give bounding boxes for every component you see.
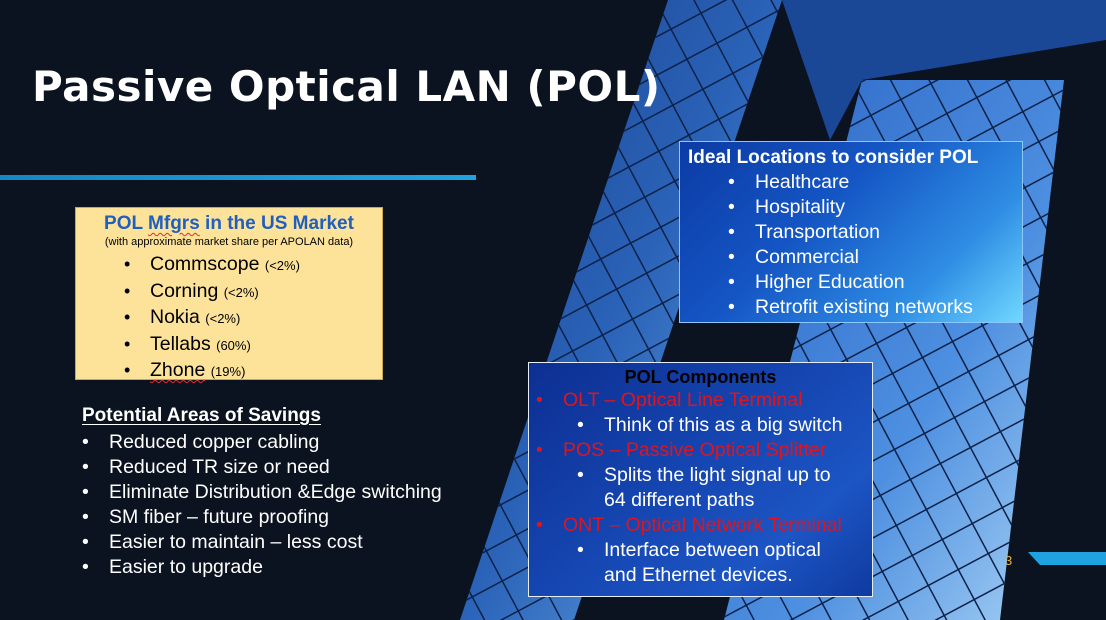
manufacturer-share: (60%) [216, 337, 251, 353]
component-details: Interface between optical and Ethernet de… [529, 538, 872, 588]
manufacturer-name: Commscope [150, 253, 260, 275]
manufacturers-title: POL Mfgrs in the US Market [76, 213, 382, 235]
manufacturer-share: (<2%) [223, 284, 259, 300]
savings-item: Reduced copper cabling [82, 430, 442, 455]
manufacturer-item: Nokia (<2%) [124, 305, 382, 332]
manufacturer-share: (<2%) [205, 311, 241, 326]
manufacturers-title-mfgrs: Mfgrs [148, 213, 200, 234]
components-list: OLT – Optical Line Terminal Think of thi… [529, 388, 872, 588]
component-detail-line: Splits the light signal up to [604, 464, 831, 486]
component-detail: Splits the light signal up to 64 differen… [529, 463, 872, 513]
manufacturer-name: Nokia [150, 306, 200, 328]
manufacturers-title-suffix: in the US Market [199, 213, 354, 234]
locations-list: Healthcare Hospitality Transportation Co… [680, 170, 1022, 320]
savings-item: SM fiber – future proofing [82, 505, 442, 530]
manufacturers-box: POL Mfgrs in the US Market (with approxi… [75, 207, 383, 382]
manufacturers-subtitle: (with approximate market share per APOLA… [104, 236, 354, 248]
component-detail-line: 64 different paths [604, 489, 755, 511]
manufacturer-item: Tellabs (60%) [124, 332, 382, 359]
locations-title: Ideal Locations to consider POL [688, 147, 979, 168]
component-item-ont: ONT – Optical Network Terminal Interface… [529, 513, 872, 588]
savings-section: Potential Areas of Savings Reduced coppe… [82, 405, 442, 580]
component-detail: Think of this as a big switch [529, 413, 872, 438]
component-details: Think of this as a big switch [529, 413, 872, 438]
manufacturer-name: Tellabs [150, 332, 211, 355]
manufacturers-title-prefix: POL [104, 213, 149, 234]
savings-title: Potential Areas of Savings [82, 405, 321, 426]
manufacturer-share: (19%) [210, 364, 246, 379]
components-box: POL Components OLT – Optical Line Termin… [528, 362, 873, 597]
location-item: Transportation [728, 220, 1022, 245]
component-label: ONT – Optical Network Terminal [529, 513, 872, 538]
manufacturer-item: Commscope (<2%) [124, 252, 382, 279]
component-label: POS – Passive Optical Splitter [529, 438, 872, 463]
component-detail: Interface between optical and Ethernet de… [529, 538, 872, 588]
slide-title: Passive Optical LAN (POL) [32, 62, 661, 111]
manufacturer-item: Zhone (19%) [124, 358, 382, 385]
locations-box: Ideal Locations to consider POL Healthca… [679, 141, 1023, 323]
components-title: POL Components [624, 367, 777, 387]
page-number: 3 [1005, 553, 1013, 568]
location-item: Commercial [728, 245, 1022, 270]
component-label: OLT – Optical Line Terminal [529, 388, 872, 413]
component-detail-line: and Ethernet devices. [604, 564, 793, 586]
component-item-pos: POS – Passive Optical Splitter Splits th… [529, 438, 872, 513]
manufacturer-share: (<2%) [264, 258, 300, 273]
savings-item: Reduced TR size or need [82, 455, 442, 480]
manufacturer-name: Zhone [150, 359, 206, 381]
savings-item: Eliminate Distribution &Edge switching [82, 480, 442, 505]
savings-item: Easier to upgrade [82, 555, 442, 580]
savings-list: Reduced copper cabling Reduced TR size o… [82, 430, 442, 580]
savings-item: Easier to maintain – less cost [82, 530, 442, 555]
location-item: Hospitality [728, 195, 1022, 220]
page-number-accent-bar [1028, 552, 1106, 565]
manufacturer-item: Corning (<2%) [124, 279, 382, 306]
title-underline-bar [0, 175, 476, 180]
location-item: Healthcare [728, 170, 1022, 195]
location-item: Higher Education [728, 270, 1022, 295]
component-item-olt: OLT – Optical Line Terminal Think of thi… [529, 388, 872, 438]
component-detail-line: Interface between optical [604, 539, 821, 561]
manufacturer-name: Corning [150, 279, 219, 302]
component-details: Splits the light signal up to 64 differen… [529, 463, 872, 513]
manufacturers-list: Commscope (<2%) Corning (<2%) Nokia (<2%… [76, 252, 382, 385]
location-item: Retrofit existing networks [728, 295, 1022, 320]
